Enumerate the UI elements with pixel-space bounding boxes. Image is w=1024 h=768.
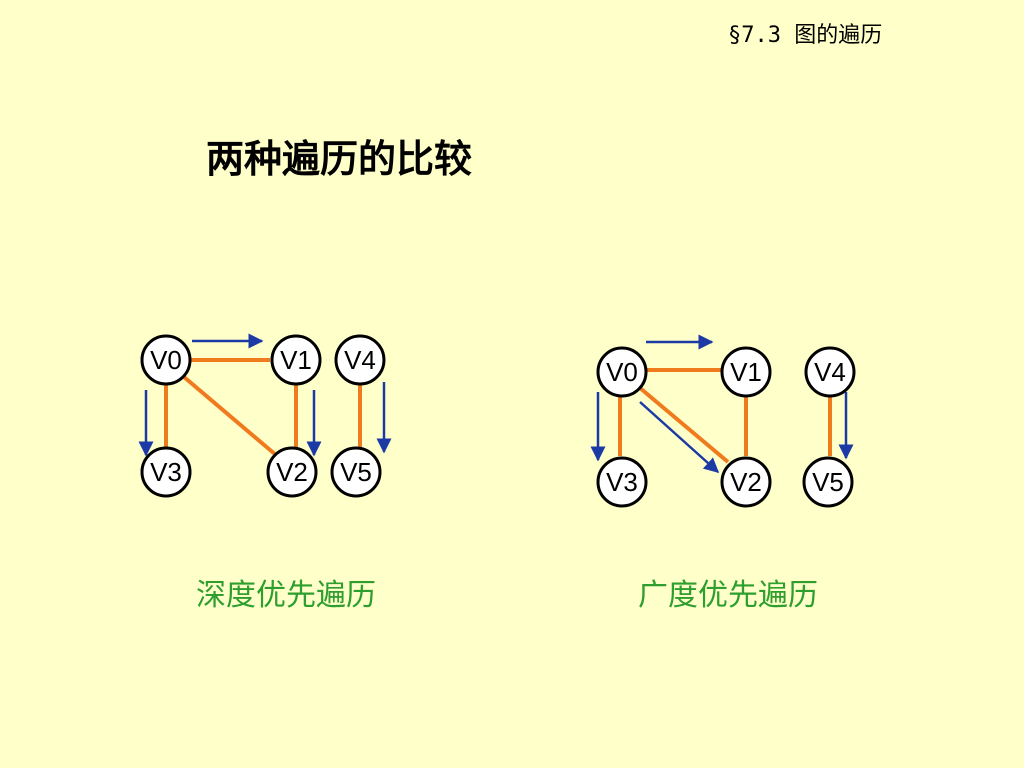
slide-title: 两种遍历的比较 [206, 136, 473, 181]
dfs-node-label: V4 [344, 345, 376, 375]
dfs-node-v3: V3 [140, 446, 192, 498]
dfs-node-v1: V1 [270, 334, 322, 386]
bfs-node-v0: V0 [596, 346, 648, 398]
bfs-node-label: V1 [730, 357, 762, 387]
dfs-node-label: V5 [340, 457, 372, 487]
bfs-node-v4: V4 [804, 346, 856, 398]
dfs-node-v4: V4 [334, 334, 386, 386]
bfs-node-label: V5 [812, 467, 844, 497]
bfs-node-v5: V5 [802, 456, 854, 508]
bfs-arrow-v0-v2 [639, 401, 720, 474]
dfs-node-label: V2 [276, 457, 308, 487]
dfs-node-v2: V2 [266, 446, 318, 498]
bfs-node-v1: V1 [720, 346, 772, 398]
bfs-node-label: V0 [606, 357, 638, 387]
dfs-edge-v0-v2 [182, 375, 278, 457]
bfs-node-v2: V2 [720, 456, 772, 508]
dfs-node-label: V1 [280, 345, 312, 375]
bfs-caption: 广度优先遍历 [638, 578, 818, 613]
bfs-node-label: V2 [730, 467, 762, 497]
bfs-node-label: V4 [814, 357, 846, 387]
bfs-node-v3: V3 [596, 456, 648, 508]
bfs-graph: V0 V1 V4 V3 V2 V5 [590, 334, 856, 508]
dfs-node-v5: V5 [330, 446, 382, 498]
dfs-node-label: V3 [150, 457, 182, 487]
dfs-graph: V0 V1 V4 V3 V2 V5 [138, 333, 392, 498]
dfs-node-label: V0 [150, 345, 182, 375]
dfs-node-v0: V0 [140, 334, 192, 386]
section-label: §7.3 图的遍历 [728, 23, 883, 48]
bfs-node-label: V3 [606, 467, 638, 497]
bfs-edge-v0-v2 [638, 386, 730, 464]
dfs-caption: 深度优先遍历 [196, 578, 376, 613]
